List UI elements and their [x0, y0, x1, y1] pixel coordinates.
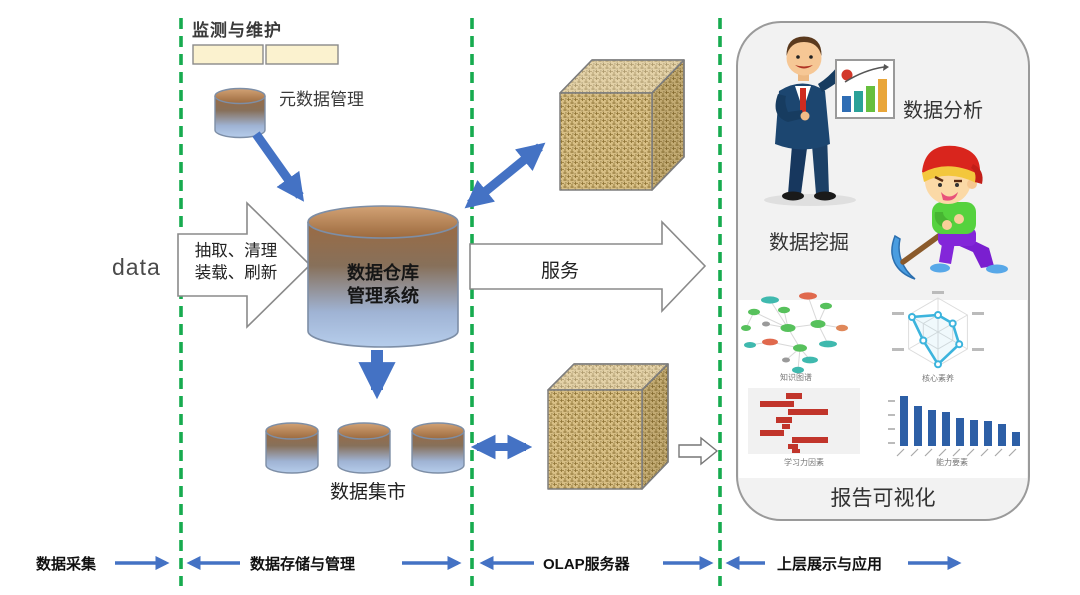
olap-cube-top	[559, 59, 685, 191]
blue-bars-thumbnail	[888, 396, 1020, 457]
radar-chart-thumbnail	[892, 291, 984, 369]
miner-illustration	[891, 145, 1008, 280]
monitoring-note-boxes	[192, 44, 339, 65]
network-thumb-label: 知识图谱	[780, 373, 812, 382]
businessman-illustration	[764, 36, 895, 206]
etl-line2: 装载、刷新	[194, 264, 278, 282]
etl-line1: 抽取、清理	[194, 242, 278, 260]
stage-divider-lines	[179, 18, 722, 586]
red-bars-thumbnail	[748, 388, 860, 454]
data-analysis-label: 数据分析	[903, 100, 983, 122]
radar-thumb-label: 核心素养	[922, 374, 954, 383]
warehouse-line2: 管理系统	[347, 286, 419, 306]
warehouse-label: 数据仓库 管理系统	[308, 262, 458, 308]
warehouse-line1: 数据仓库	[347, 263, 419, 283]
monitoring-title: 监测与维护	[192, 21, 282, 40]
stage-label-olap: OLAP服务器	[543, 556, 630, 573]
stage-label-collection: 数据采集	[36, 556, 97, 573]
report-visualization-label: 报告可视化	[830, 487, 936, 510]
service-arrow-label: 服务	[540, 261, 579, 282]
olap-cube-bottom	[547, 363, 669, 490]
cube-to-panel-arrow	[678, 436, 719, 466]
network-graph-thumbnail	[741, 292, 848, 374]
etl-block-arrow	[177, 201, 312, 329]
data-marts-label: 数据集市	[329, 482, 406, 503]
warehouse-cylinder	[307, 205, 459, 348]
flow-arrows	[252, 131, 546, 460]
stage-label-application: 上层展示与应用	[777, 556, 883, 573]
red-bars-thumb-label: 学习力因素	[784, 458, 824, 467]
data-mining-label: 数据挖掘	[769, 232, 849, 254]
blue-bars-thumb-label: 能力要素	[936, 458, 968, 467]
service-block-arrow	[469, 220, 707, 313]
metadata-cylinder	[214, 87, 266, 139]
stage-label-storage: 数据存储与管理	[250, 556, 356, 573]
metadata-label: 元数据管理	[279, 90, 364, 109]
etl-arrow-label: 抽取、清理 装载、刷新	[179, 240, 293, 284]
data-input-label: data	[112, 254, 161, 280]
data-mart-cylinders	[265, 422, 465, 474]
